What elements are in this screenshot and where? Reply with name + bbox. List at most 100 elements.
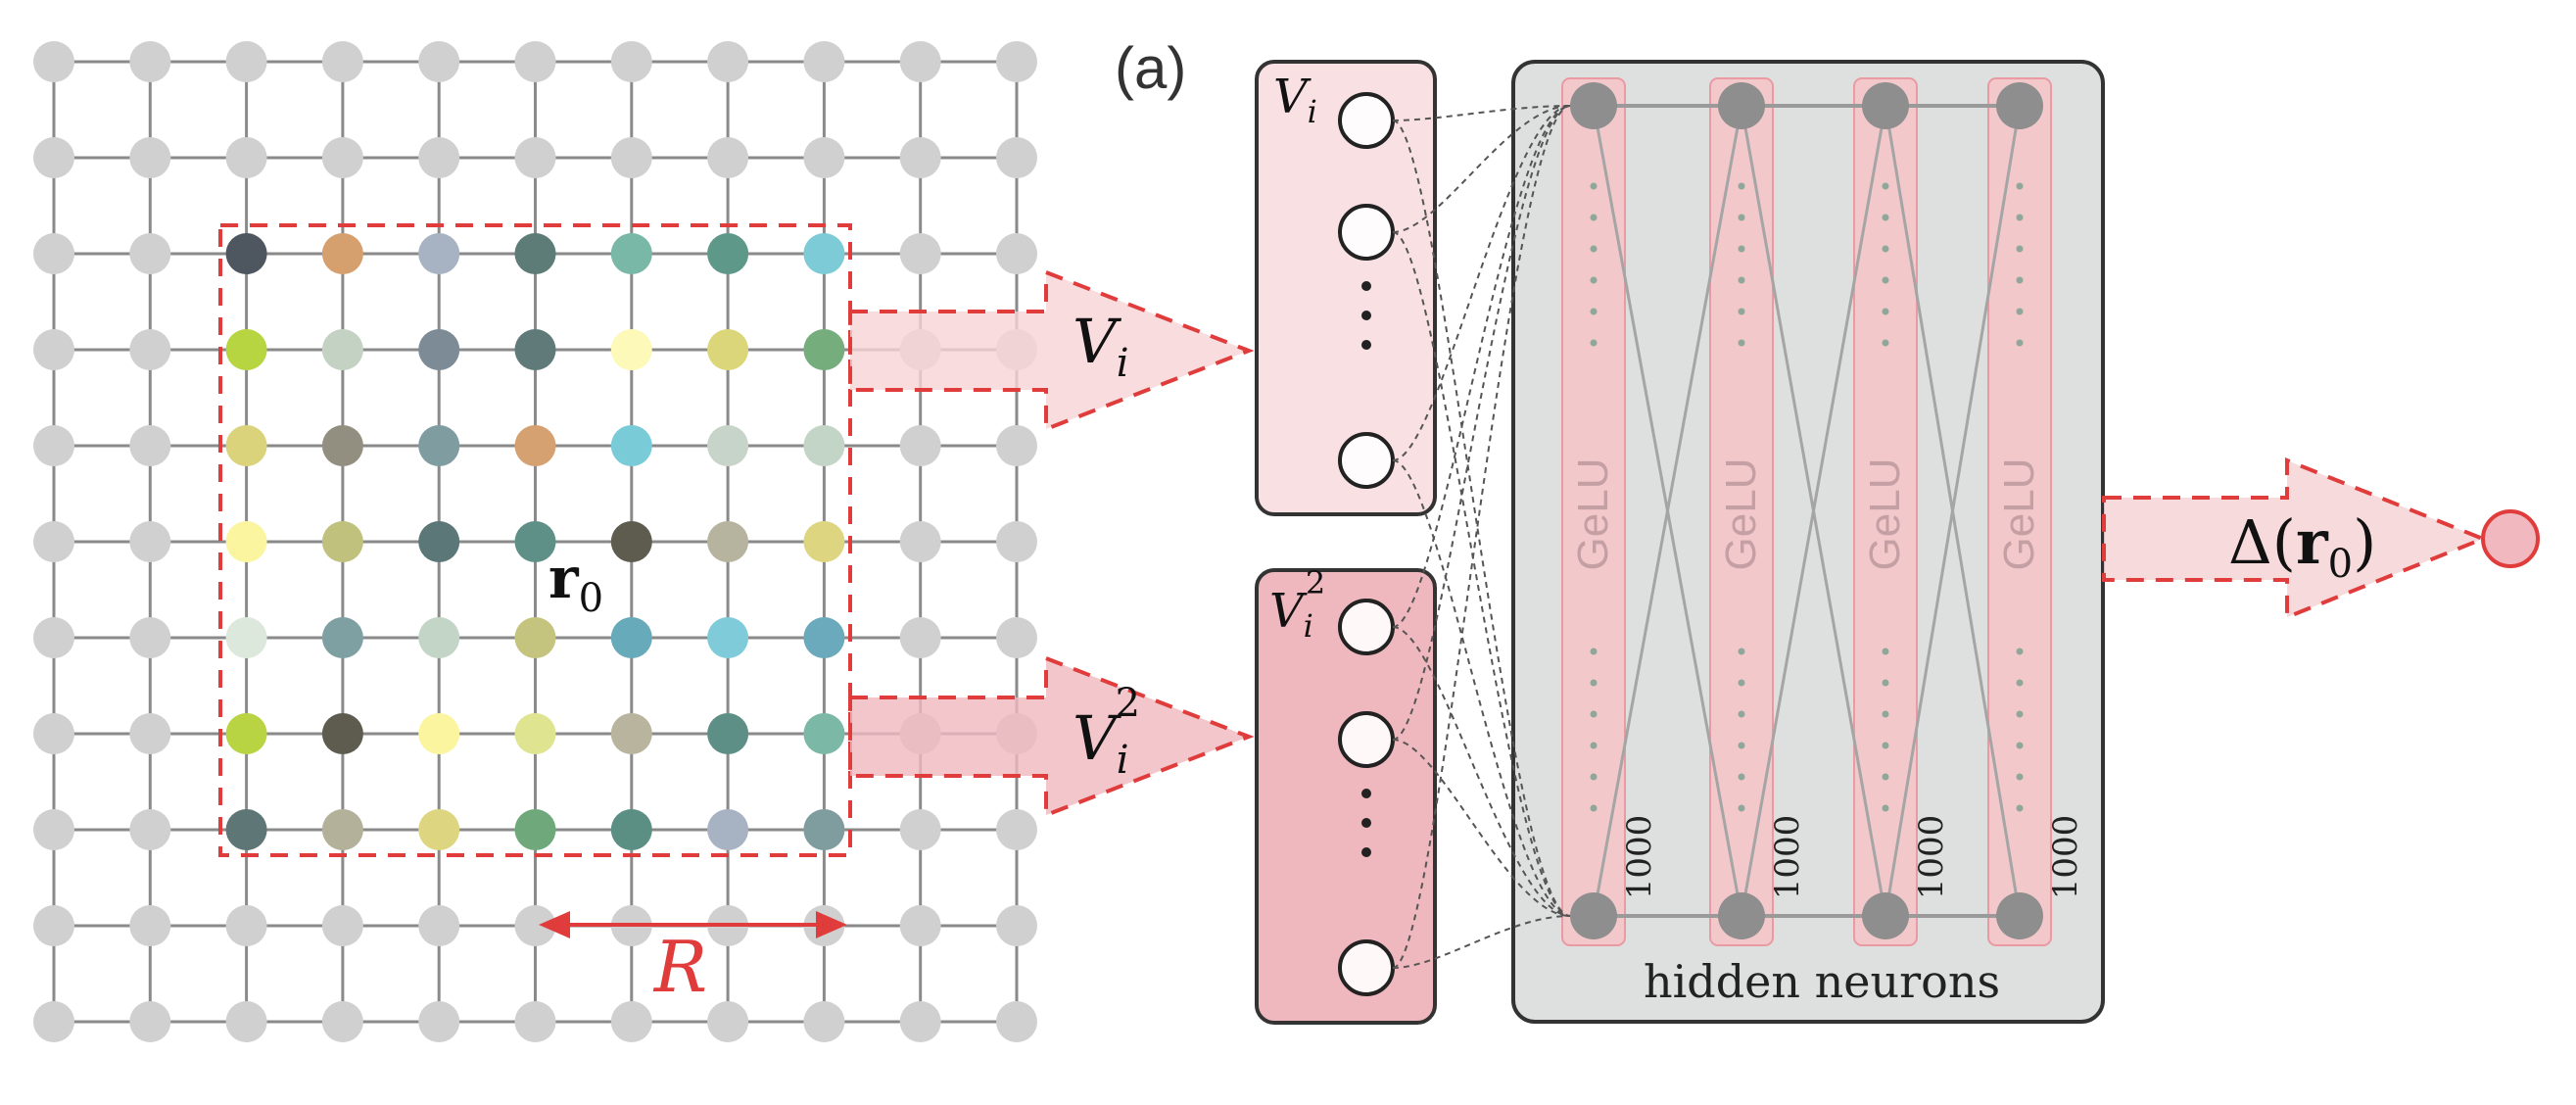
cutoff-radius-arrow (539, 911, 847, 938)
input-node (1338, 432, 1395, 489)
neuron-ellipsis-dot (1738, 339, 1745, 347)
lattice-site (418, 617, 460, 658)
lattice-site (129, 329, 171, 370)
neuron-ellipsis-dot (1882, 276, 1889, 284)
hidden-neuron (1718, 892, 1765, 939)
neuron-ellipsis-dot (2016, 182, 2024, 190)
lattice-site (610, 1001, 652, 1042)
lattice-site (33, 137, 74, 178)
lattice-site (707, 233, 749, 274)
lattice-site (996, 425, 1037, 466)
lattice-site (321, 521, 363, 562)
layer-size-label: 1000 (2046, 815, 2085, 900)
output-node (2481, 509, 2540, 568)
lattice-site (129, 617, 171, 658)
lattice-site (514, 617, 556, 658)
r0-label: r0 (549, 545, 603, 621)
connection-line (1392, 105, 1571, 969)
connection-line (1392, 626, 1571, 917)
lattice-site (899, 425, 941, 466)
ellipsis-dot (1361, 281, 1371, 291)
lattice-site (418, 137, 460, 178)
activation-label: GeLU (1569, 458, 1617, 571)
lattice-site (321, 137, 363, 178)
hidden-neuron (1570, 82, 1617, 129)
lattice-site (225, 713, 267, 754)
lattice-site (33, 905, 74, 946)
input-node (1338, 939, 1395, 996)
layer-size-label: 1000 (1620, 815, 1659, 900)
neuron-ellipsis-dot (1882, 339, 1889, 347)
ellipsis-dot (1361, 818, 1371, 828)
neuron-ellipsis-dot (1882, 245, 1889, 253)
vi-arrow-label: Vi (1073, 306, 1129, 386)
lattice-site (707, 137, 749, 178)
lattice-site (899, 1001, 941, 1042)
lattice-site (707, 521, 749, 562)
neuron-ellipsis-dot (2016, 742, 2024, 749)
lattice-site (321, 617, 363, 658)
connection-line (1392, 105, 1571, 461)
lattice-site (803, 809, 845, 850)
neuron-ellipsis-dot (1882, 679, 1889, 687)
lattice-site (899, 137, 941, 178)
lattice-site (996, 521, 1037, 562)
lattice-site (33, 713, 74, 754)
lattice (33, 41, 1037, 1042)
lattice-site (225, 425, 267, 466)
lattice-site (225, 137, 267, 178)
lattice-site (707, 617, 749, 658)
lattice-site (321, 1001, 363, 1042)
neuron-ellipsis-dot (1590, 804, 1598, 812)
lattice-site (418, 713, 460, 754)
lattice-site (996, 809, 1037, 850)
lattice-site (321, 41, 363, 82)
neuron-ellipsis-dot (1738, 182, 1745, 190)
gelu-layer-strip (1561, 77, 1626, 946)
hidden-neuron (1570, 892, 1617, 939)
cutoff-region (218, 223, 852, 857)
neuron-ellipsis-dot (1590, 648, 1598, 655)
lattice-site (899, 617, 941, 658)
lattice-site (418, 521, 460, 562)
lattice-site (899, 41, 941, 82)
input-box-vi (1255, 60, 1437, 516)
input-node (1338, 711, 1395, 768)
lattice-site (418, 233, 460, 274)
lattice-site (803, 233, 845, 274)
neuron-ellipsis-dot (1738, 276, 1745, 284)
lattice-site (225, 905, 267, 946)
lattice-site (225, 617, 267, 658)
neuron-ellipsis-dot (1882, 710, 1889, 718)
lattice-site (514, 41, 556, 82)
lattice-site (514, 713, 556, 754)
lattice-site (418, 1001, 460, 1042)
layer-size-label: 1000 (1912, 815, 1951, 900)
lattice-site (33, 329, 74, 370)
neuron-ellipsis-dot (1590, 182, 1598, 190)
lattice-site (129, 1001, 171, 1042)
lattice-site (803, 713, 845, 754)
lattice-site (610, 137, 652, 178)
neuron-ellipsis-dot (2016, 245, 2024, 253)
neuron-ellipsis-dot (2016, 648, 2024, 655)
lattice-site (610, 329, 652, 370)
lattice-site (33, 425, 74, 466)
output-label: Δ(r0) (2228, 506, 2376, 587)
lattice-site (418, 329, 460, 370)
lattice-site (610, 809, 652, 850)
lattice-site (225, 329, 267, 370)
neuron-ellipsis-dot (1882, 214, 1889, 221)
lattice-site (707, 41, 749, 82)
hidden-neurons-label: hidden neurons (1644, 955, 2000, 1008)
ellipsis-dot (1361, 789, 1371, 798)
lattice-site (129, 809, 171, 850)
vi2-arrow-label: Vi2 (1073, 681, 1140, 783)
lattice-site (514, 233, 556, 274)
neuron-ellipsis-dot (2016, 214, 2024, 221)
neuron-ellipsis-dot (2016, 804, 2024, 812)
lattice-site (418, 41, 460, 82)
ellipsis-dot (1361, 311, 1371, 320)
